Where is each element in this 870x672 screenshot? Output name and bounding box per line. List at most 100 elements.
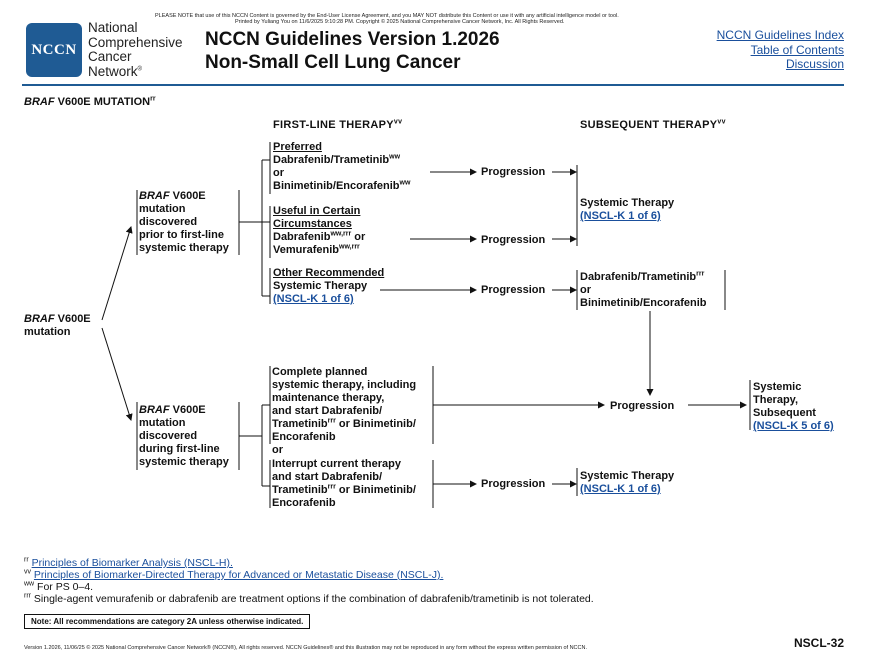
branch-line-text: V600E (169, 404, 206, 416)
column-header-first-line-footnote: vv (393, 118, 403, 126)
logo-line: Comprehensive (88, 34, 183, 50)
option-line-text: Dabrafenib/Trametinib (273, 154, 390, 166)
final-line: Systemic (753, 381, 802, 393)
section-gene: BRAF (24, 96, 55, 108)
option-footnote: rrr (327, 417, 336, 425)
option-line-tail: or (351, 231, 366, 243)
logo-registered: ® (137, 66, 142, 72)
nav-discussion[interactable]: Discussion (785, 57, 844, 71)
option-line: Encorafenib (272, 431, 336, 443)
option-line: Encorafenib (272, 497, 336, 509)
logo-line: National (88, 20, 138, 35)
option-line: systemic therapy, including (272, 379, 417, 391)
branch-line: mutation (139, 203, 186, 215)
branch-line: discovered (139, 430, 198, 442)
option-line: Complete planned (272, 366, 368, 378)
option-line: Trametinibrrr or Binimetinib/ (272, 417, 416, 431)
root-line-1: BRAF V600E (24, 313, 91, 326)
progression-label: Progression (481, 478, 546, 490)
branch-gene: BRAF (139, 404, 170, 416)
option-line: Dabrafenibww,rrr or (273, 230, 366, 244)
option-line-tail: or Binimetinib/ (335, 418, 416, 430)
root-node: BRAF V600E mutation (24, 313, 91, 339)
footnote-mark: rr (24, 556, 29, 564)
option-line-tail: or Binimetinib/ (335, 484, 416, 496)
nav-guidelines-index[interactable]: NCCN Guidelines Index (716, 28, 844, 42)
header-rule (22, 84, 844, 86)
subsequent-line: Systemic Therapy (580, 197, 675, 209)
column-header-subsequent: SUBSEQUENT THERAPYvv (580, 118, 726, 131)
root-line-2: mutation (24, 326, 71, 338)
subsequent-line: Binimetinib/Encorafenib (580, 297, 707, 309)
branch-line: BRAF V600E (139, 404, 229, 417)
progression-label: Progression (481, 166, 546, 178)
root-gene: BRAF (24, 313, 55, 325)
branch-during-first-line: BRAF V600E mutation discovered during fi… (139, 404, 229, 469)
final-line: Subsequent (753, 407, 816, 419)
column-header-subsequent-footnote: vv (717, 118, 726, 126)
option-other: Other Recommended Systemic Therapy (NSCL… (273, 267, 384, 306)
footnote-text: Single-agent vemurafenib or dabrafenib a… (33, 593, 594, 605)
nscl-k-link[interactable]: (NSCL-K 1 of 6) (580, 483, 661, 495)
option-line-text: Vemurafenib (273, 244, 340, 256)
option-heading: Preferred (273, 141, 322, 153)
nscl-k-link[interactable]: (NSCL-K 5 of 6) (753, 420, 834, 432)
page-id: NSCL-32 (793, 636, 844, 650)
option-preferred: Preferred Dabrafenib/Trametinibww or Bin… (273, 141, 410, 193)
progression-label: Progression (610, 400, 675, 412)
root-line-1-text: V600E (54, 313, 91, 325)
subsequent-systemic-therapy: Systemic Therapy (NSCL-K 1 of 6) (580, 197, 674, 223)
progression-label: Progression (481, 284, 546, 296)
option-line: Dabrafenib/Trametinibww (273, 153, 410, 167)
option-line-text: Trametinib (272, 418, 328, 430)
option-heading: Useful in Certain (273, 205, 361, 217)
branch-line: discovered (139, 216, 198, 228)
option-line-text: Binimetinib/Encorafenib (273, 180, 400, 192)
disclaimer-line-2: Printed by Yuliang You on 11/6/2025 9:10… (235, 19, 565, 25)
branch-gene: BRAF (139, 190, 170, 202)
option-line: Trametinibrrr or Binimetinib/ (272, 483, 416, 497)
page-title: NCCN Guidelines Version 1.2026 Non-Small… (205, 28, 500, 74)
option-footnote: ww (389, 153, 401, 161)
footnote-item: vv Principles of Biomarker-Directed Ther… (24, 568, 444, 582)
disclaimer-line-1: PLEASE NOTE that use of this NCCN Conten… (155, 13, 619, 19)
option-line: and start Dabrafenib/ (272, 405, 383, 417)
subsequent-footnote: rrr (696, 270, 705, 278)
subsequent-line: or (580, 284, 591, 296)
subsequent-line-text: Dabrafenib/Trametinib (580, 271, 697, 283)
subsequent-final-therapy: Systemic Therapy, Subsequent (NSCL-K 5 o… (753, 381, 834, 433)
subsequent-systemic-therapy-bottom: Systemic Therapy (NSCL-K 1 of 6) (580, 470, 674, 496)
option-footnote: ww (399, 179, 411, 187)
branch-line: during first-line (139, 443, 220, 455)
category-note: Note: All recommendations are category 2… (24, 614, 311, 629)
nscl-k-link[interactable]: (NSCL-K 1 of 6) (580, 210, 661, 222)
branch-line-text: V600E (169, 190, 206, 202)
option-footnote: rrr (327, 483, 336, 491)
option-line: Systemic Therapy (273, 280, 368, 292)
option-heading: Other Recommended (273, 267, 385, 279)
nav-table-of-contents[interactable]: Table of Contents (750, 43, 844, 57)
footnote-link[interactable]: Principles of Biomarker-Directed Therapy… (33, 569, 444, 581)
nccn-logo-text: National Comprehensive Cancer Network® (88, 20, 183, 79)
option-line: or (273, 167, 284, 179)
progression-label: Progression (481, 234, 546, 246)
footer-copyright: Version 1.2026, 11/06/25 © 2025 National… (24, 645, 587, 651)
footnote-link[interactable]: Principles of Biomarker Analysis (NSCL-H… (31, 557, 233, 569)
footnote-item: ww For PS 0–4. (24, 581, 93, 594)
branch-line: prior to first-line (139, 229, 224, 241)
branch-prior-first-line: BRAF V600E mutation discovered prior to … (139, 190, 229, 255)
subsequent-line: Dabrafenib/Trametinibrrr (580, 270, 707, 284)
option-line-text: Dabrafenib (273, 231, 331, 243)
branch-line: systemic therapy (139, 456, 229, 468)
footnote-mark: rrr (24, 592, 31, 600)
nccn-logo-mark: NCCN (26, 23, 82, 77)
footnote-mark: vv (24, 568, 31, 576)
column-header-subsequent-text: SUBSEQUENT THERAPY (580, 119, 718, 131)
logo-line: Cancer (88, 49, 132, 64)
title-version: NCCN Guidelines Version 1.2026 (205, 29, 500, 50)
nscl-k-link[interactable]: (NSCL-K 1 of 6) (273, 293, 354, 305)
column-header-first-line-text: FIRST-LINE THERAPY (273, 119, 394, 131)
option-line: or (272, 444, 283, 456)
option-footnote: ww,rrr (330, 230, 352, 238)
